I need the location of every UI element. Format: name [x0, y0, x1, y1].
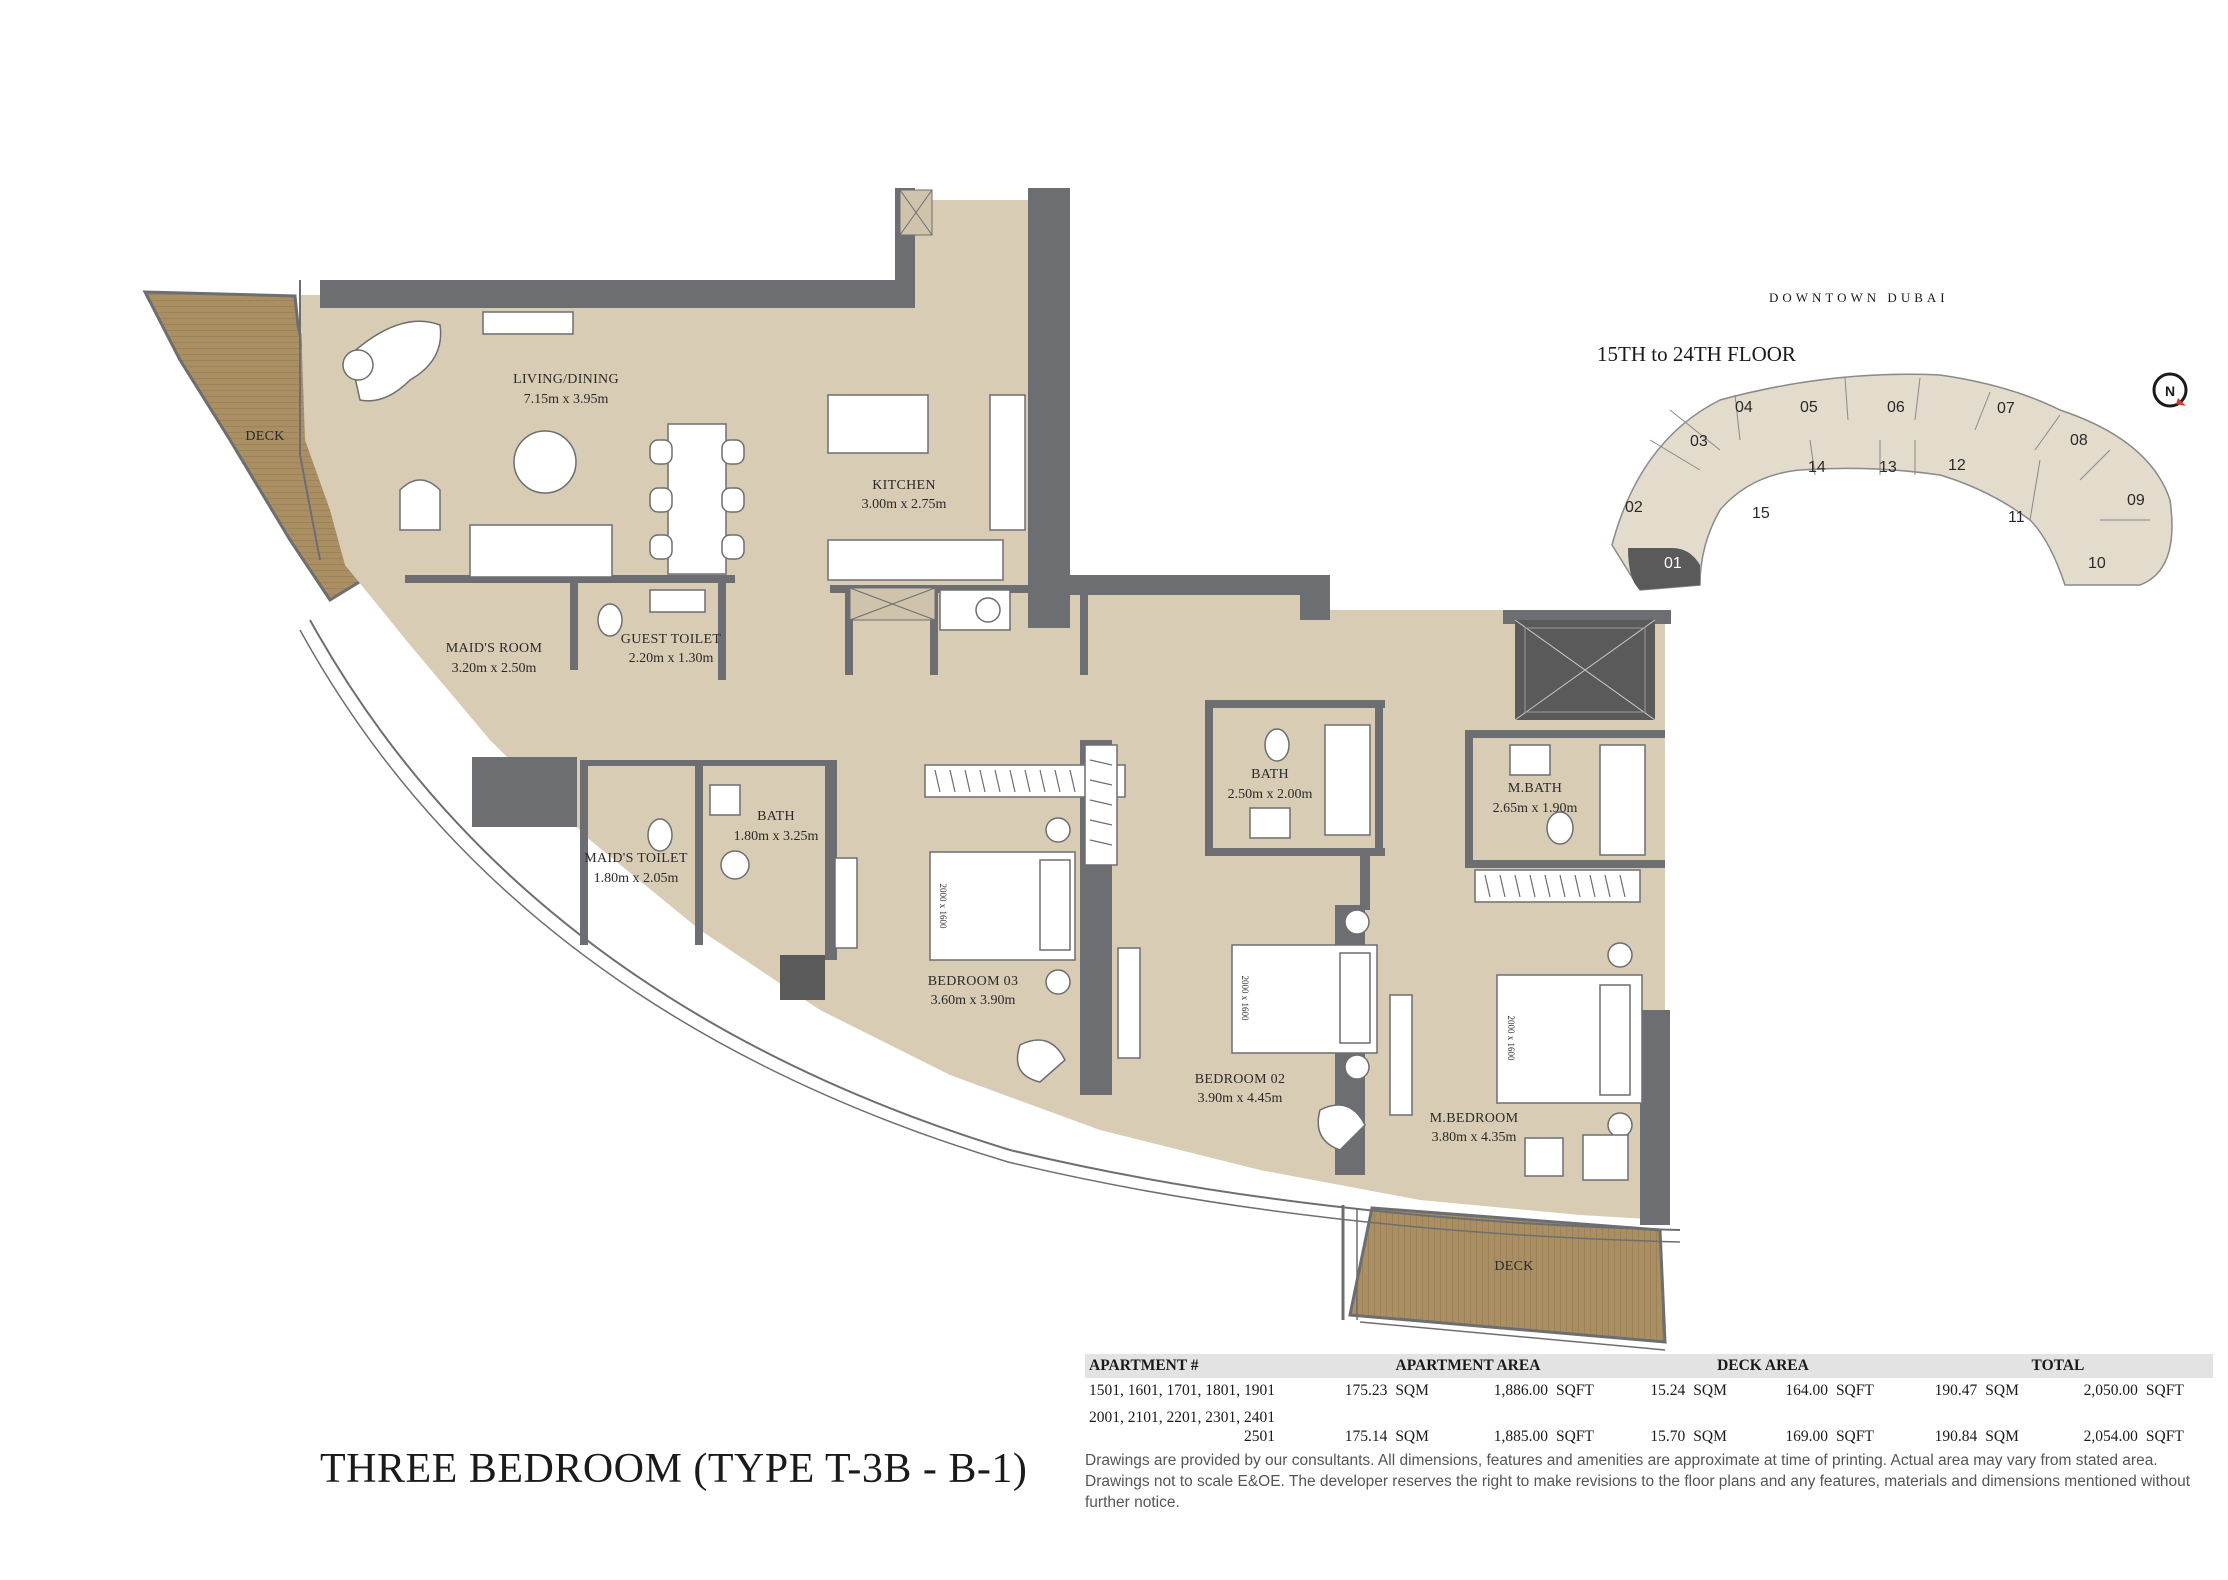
guest-toilet-label: GUEST TOILET — [621, 632, 722, 647]
apartment-numbers-line2: 2501 — [1244, 1428, 1275, 1445]
bath-2-dims: 2.50m x 2.00m — [1228, 787, 1313, 802]
north-arrow-icon: N — [2152, 372, 2188, 408]
keyplan-unit-label: 05 — [1800, 399, 1818, 416]
bath-3-dims: 1.80m x 3.25m — [734, 829, 819, 844]
keyplan-unit-label: 07 — [1997, 400, 2015, 417]
area-table-header: APARTMENT # APARTMENT AREA DECK AREA TOT… — [1085, 1354, 2213, 1378]
table-row: 1501, 1601, 1701, 1801, 1901 175.23 SQM … — [1085, 1378, 2213, 1404]
master-bath-label: M.BATH — [1508, 781, 1562, 796]
maids-toilet-label: MAID'S TOILET — [584, 851, 688, 866]
keyplan-unit-label: 08 — [2070, 432, 2088, 449]
deck-sqft: 169.00 — [1785, 1428, 1828, 1445]
master-bedroom-dims: 3.80m x 4.35m — [1432, 1130, 1517, 1145]
keyplan-unit-label: 14 — [1808, 459, 1826, 476]
total-sqm: 190.84 — [1934, 1428, 1978, 1445]
bedroom-02-label: BEDROOM 02 — [1195, 1072, 1286, 1087]
area-table: APARTMENT # APARTMENT AREA DECK AREA TOT… — [1085, 1354, 2213, 1450]
kitchen-dims: 3.00m x 2.75m — [862, 497, 947, 512]
room-labels: DECK LIVING/DINING 7.15m x 3.95m KITCHEN… — [245, 372, 1577, 1274]
keyplan-unit-label: 13 — [1879, 459, 1897, 476]
bedroom-02-dims: 3.90m x 4.45m — [1198, 1091, 1283, 1106]
unit-sqft: SQFT — [1555, 1428, 1594, 1445]
furniture-living — [342, 311, 745, 578]
unit-sqm: SQM — [1985, 1428, 2019, 1445]
unit-sqm: SQM — [1693, 1428, 1727, 1445]
header-total: TOTAL — [1902, 1354, 2213, 1378]
unit-type-title: THREE BEDROOM (TYPE T-3B - B-1) — [320, 1446, 1028, 1492]
unit-sqft: SQFT — [1835, 1428, 1874, 1445]
apartment-numbers-line1: 2001, 2101, 2201, 2301, 2401 — [1089, 1409, 1275, 1426]
apartment-numbers: 2001, 2101, 2201, 2301, 2401 2501 — [1085, 1404, 1313, 1450]
unit-sqm: SQM — [1395, 1428, 1429, 1445]
master-bedroom-label: M.BEDROOM — [1430, 1111, 1519, 1126]
keyplan-unit-label: 11 — [2008, 509, 2025, 526]
deck-sqm: 15.24 — [1650, 1382, 1686, 1399]
keyplan-unit-label: 15 — [1752, 505, 1770, 522]
deck-sqm: 15.70 — [1650, 1428, 1686, 1445]
unit-sqft: SQFT — [1555, 1382, 1594, 1399]
deck-sqft: 164.00 — [1785, 1382, 1828, 1399]
keyplan-city: DOWNTOWN DUBAI — [1769, 290, 1949, 305]
disclaimer: Drawings are provided by our consultants… — [1085, 1452, 2191, 1511]
keyplan-unit-label: 09 — [2127, 492, 2145, 509]
unit-sqft: SQFT — [2145, 1428, 2184, 1445]
keyplan-building — [1611, 373, 2173, 591]
apt-sqm: 175.14 — [1344, 1428, 1388, 1445]
keyplan-unit-01 — [1628, 548, 1700, 590]
unit-sqft: SQFT — [2145, 1382, 2184, 1399]
header-apartment: APARTMENT # — [1085, 1354, 1313, 1378]
maids-toilet-dims: 1.80m x 2.05m — [594, 871, 679, 886]
keyplan-unit-label: 03 — [1690, 433, 1708, 450]
apt-sqm: 175.23 — [1344, 1382, 1388, 1399]
guest-toilet-dims: 2.20m x 1.30m — [629, 651, 714, 666]
header-deck-area: DECK AREA — [1622, 1354, 1903, 1378]
maids-room-label: MAID'S ROOM — [446, 641, 543, 656]
keyplan-unit-label: 10 — [2088, 555, 2106, 572]
kitchen-fittings — [827, 394, 1026, 631]
svg-text:N: N — [2165, 383, 2175, 399]
keyplan-unit-label: 12 — [1948, 457, 1966, 474]
keyplan-unit-label: 02 — [1625, 499, 1643, 516]
master-bath-dims: 2.65m x 1.90m — [1493, 801, 1578, 816]
apt-sqft: 1,885.00 — [1493, 1428, 1548, 1445]
beds — [834, 817, 1643, 1181]
unit-sqm: SQM — [1985, 1382, 2019, 1399]
bath-2-label: BATH — [1251, 767, 1289, 782]
kitchen-label: KITCHEN — [872, 478, 936, 493]
deck-west-label: DECK — [245, 429, 284, 444]
total-sqft: 2,050.00 — [2083, 1382, 2138, 1399]
key-plan: 01 02 03 04 05 06 07 08 09 10 11 12 13 1… — [1611, 372, 2188, 591]
total-sqm: 190.47 — [1934, 1382, 1978, 1399]
apartment-numbers: 1501, 1601, 1701, 1801, 1901 — [1089, 1382, 1275, 1399]
keyplan-unit-label: 06 — [1887, 399, 1905, 416]
living-dining-dims: 7.15m x 3.95m — [524, 392, 609, 407]
bed-size-label: 2000 x 1600 — [1506, 1016, 1516, 1062]
header-apartment-area: APARTMENT AREA — [1313, 1354, 1623, 1378]
bedroom-03-dims: 3.60m x 3.90m — [931, 993, 1016, 1008]
total-sqft: 2,054.00 — [2083, 1428, 2138, 1445]
living-dining-label: LIVING/DINING — [513, 372, 619, 387]
floor-area — [300, 200, 1665, 1220]
keyplan-floors: 15TH to 24TH FLOOR — [1597, 342, 1796, 366]
unit-sqm: SQM — [1395, 1382, 1429, 1399]
service-shafts — [780, 189, 1656, 1000]
keyplan-unit-label: 04 — [1735, 399, 1753, 416]
bed-size-label: 2000 x 1600 — [1240, 976, 1250, 1022]
hangers — [934, 759, 1626, 898]
bath-3-label: BATH — [757, 809, 795, 824]
unit-sqft: SQFT — [1835, 1382, 1874, 1399]
table-row: 2001, 2101, 2201, 2301, 2401 2501 175.14… — [1085, 1404, 2213, 1450]
unit-sqm: SQM — [1693, 1382, 1727, 1399]
bed-size-label: 2000 x 1600 — [938, 884, 948, 930]
bath-fixtures — [597, 589, 1646, 880]
apt-sqft: 1,886.00 — [1493, 1382, 1548, 1399]
bedroom-03-label: BEDROOM 03 — [928, 974, 1019, 989]
keyplan-unit-label: 01 — [1664, 555, 1682, 572]
maids-room-dims: 3.20m x 2.50m — [452, 661, 537, 676]
facade-curve — [309, 619, 1681, 1231]
deck-south-label: DECK — [1494, 1259, 1533, 1274]
